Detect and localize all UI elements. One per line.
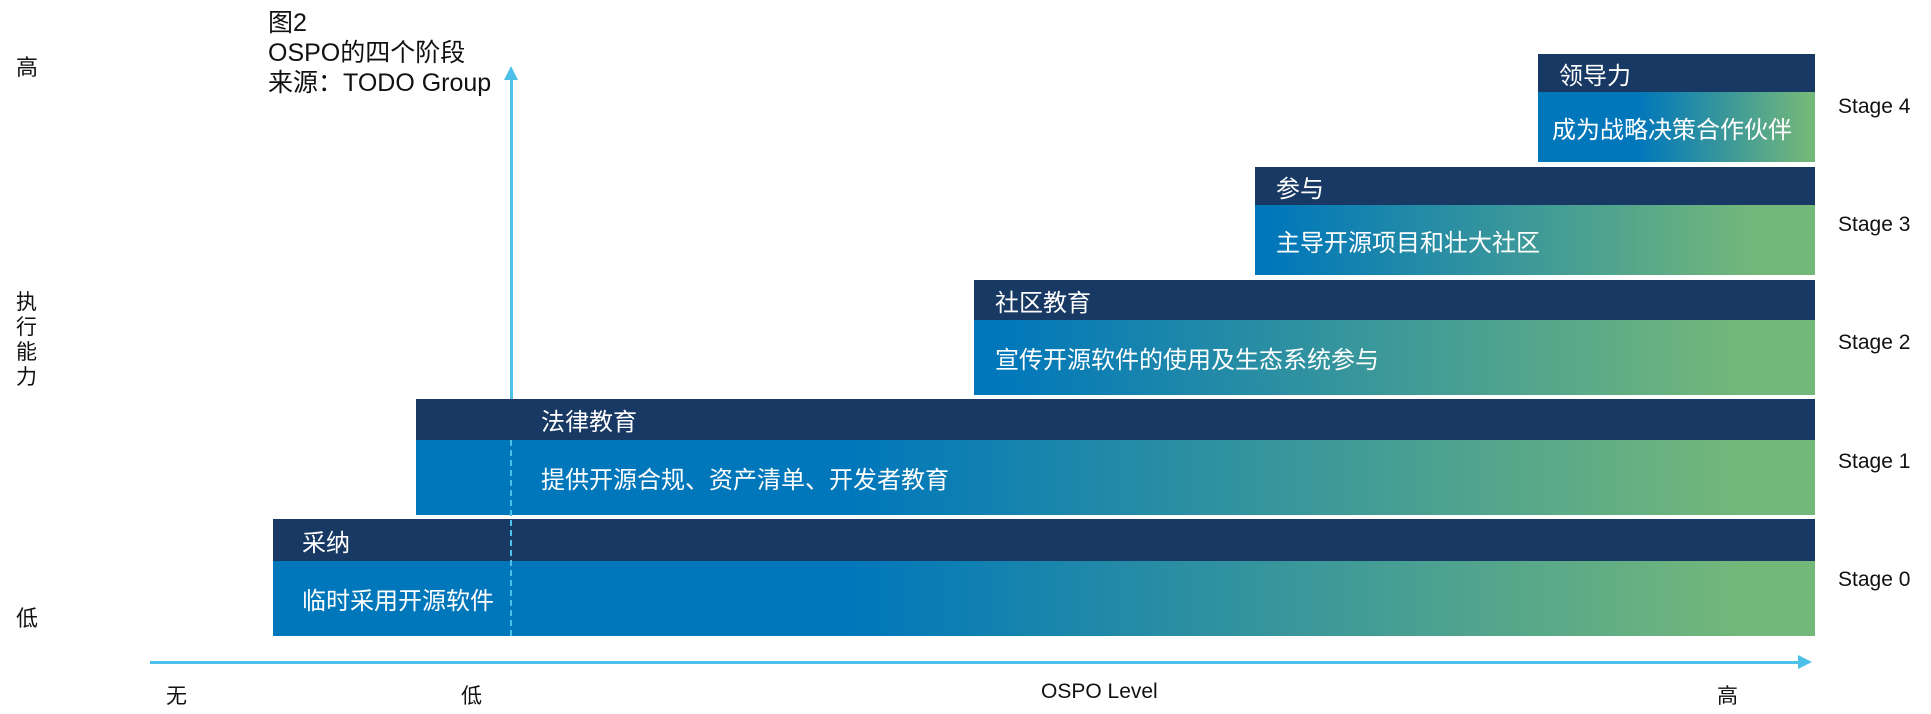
stage-3-bar: 参与 主导开源项目和壮大社区	[1255, 167, 1815, 275]
stage-3-body: 主导开源项目和壮大社区	[1255, 205, 1815, 275]
y-axis-dashed-guide	[510, 440, 512, 636]
x-axis-line	[150, 661, 1800, 664]
x-axis-low-label: 低	[461, 685, 482, 708]
stage-4-description: 成为战略决策合作伙伴	[1552, 116, 1792, 144]
stage-2-header: 社区教育	[974, 280, 1815, 320]
stage-2-title: 社区教育	[995, 289, 1091, 317]
stage-1-body: 提供开源合规、资产清单、开发者教育	[416, 440, 1815, 515]
y-axis-title-char: 行	[16, 316, 37, 339]
stage-4-bar: 领导力 成为战略决策合作伙伴	[1538, 54, 1815, 162]
y-axis-line	[510, 78, 513, 400]
x-axis-title: OSPO Level	[1041, 680, 1158, 703]
y-axis-high-label: 高	[16, 55, 39, 80]
stage-4-label: Stage 4	[1838, 95, 1911, 118]
stage-0-body: 临时采用开源软件	[273, 561, 1815, 636]
stage-0-description: 临时采用开源软件	[302, 588, 494, 615]
stage-1-header: 法律教育	[416, 399, 1815, 440]
stage-1-bar: 法律教育 提供开源合规、资产清单、开发者教育	[416, 399, 1815, 515]
stage-1-label: Stage 1	[1838, 450, 1911, 473]
stage-1-title: 法律教育	[541, 409, 637, 436]
stage-4-title: 领导力	[1559, 62, 1631, 90]
y-axis-arrow-icon	[504, 66, 518, 80]
y-axis-title-char: 力	[16, 366, 37, 389]
stage-0-label: Stage 0	[1838, 568, 1911, 591]
y-axis-title: 执 行 能 力	[16, 290, 40, 390]
stage-0-header: 采纳	[273, 519, 1815, 561]
x-axis-arrow-icon	[1798, 655, 1812, 669]
stage-2-description: 宣传开源软件的使用及生态系统参与	[995, 347, 1379, 374]
stage-3-label: Stage 3	[1838, 213, 1911, 236]
stage-3-header: 参与	[1255, 167, 1815, 205]
stage-2-label: Stage 2	[1838, 331, 1911, 354]
x-axis-high-label: 高	[1717, 685, 1738, 708]
stage-4-header: 领导力	[1538, 54, 1815, 92]
stage-2-body: 宣传开源软件的使用及生态系统参与	[974, 320, 1815, 395]
y-axis-title-char: 能	[16, 341, 37, 364]
figure-number: 图2	[268, 9, 307, 37]
stage-0-bar: 采纳 临时采用开源软件	[273, 519, 1815, 636]
y-axis-low-label: 低	[16, 606, 39, 631]
y-axis-title-char: 执	[16, 291, 37, 314]
figure-title: OSPO的四个阶段	[268, 39, 466, 67]
stage-3-title: 参与	[1276, 175, 1324, 203]
stage-4-body: 成为战略决策合作伙伴	[1538, 92, 1815, 162]
figure-source: 来源：TODO Group	[268, 69, 492, 97]
x-axis-none-label: 无	[166, 685, 187, 708]
stage-2-bar: 社区教育 宣传开源软件的使用及生态系统参与	[974, 280, 1815, 395]
stage-0-title: 采纳	[302, 529, 350, 557]
stage-1-description: 提供开源合规、资产清单、开发者教育	[541, 467, 949, 494]
figure-caption: 图2 OSPO的四个阶段 来源：TODO Group	[268, 8, 491, 98]
stage-3-description: 主导开源项目和壮大社区	[1276, 229, 1540, 257]
